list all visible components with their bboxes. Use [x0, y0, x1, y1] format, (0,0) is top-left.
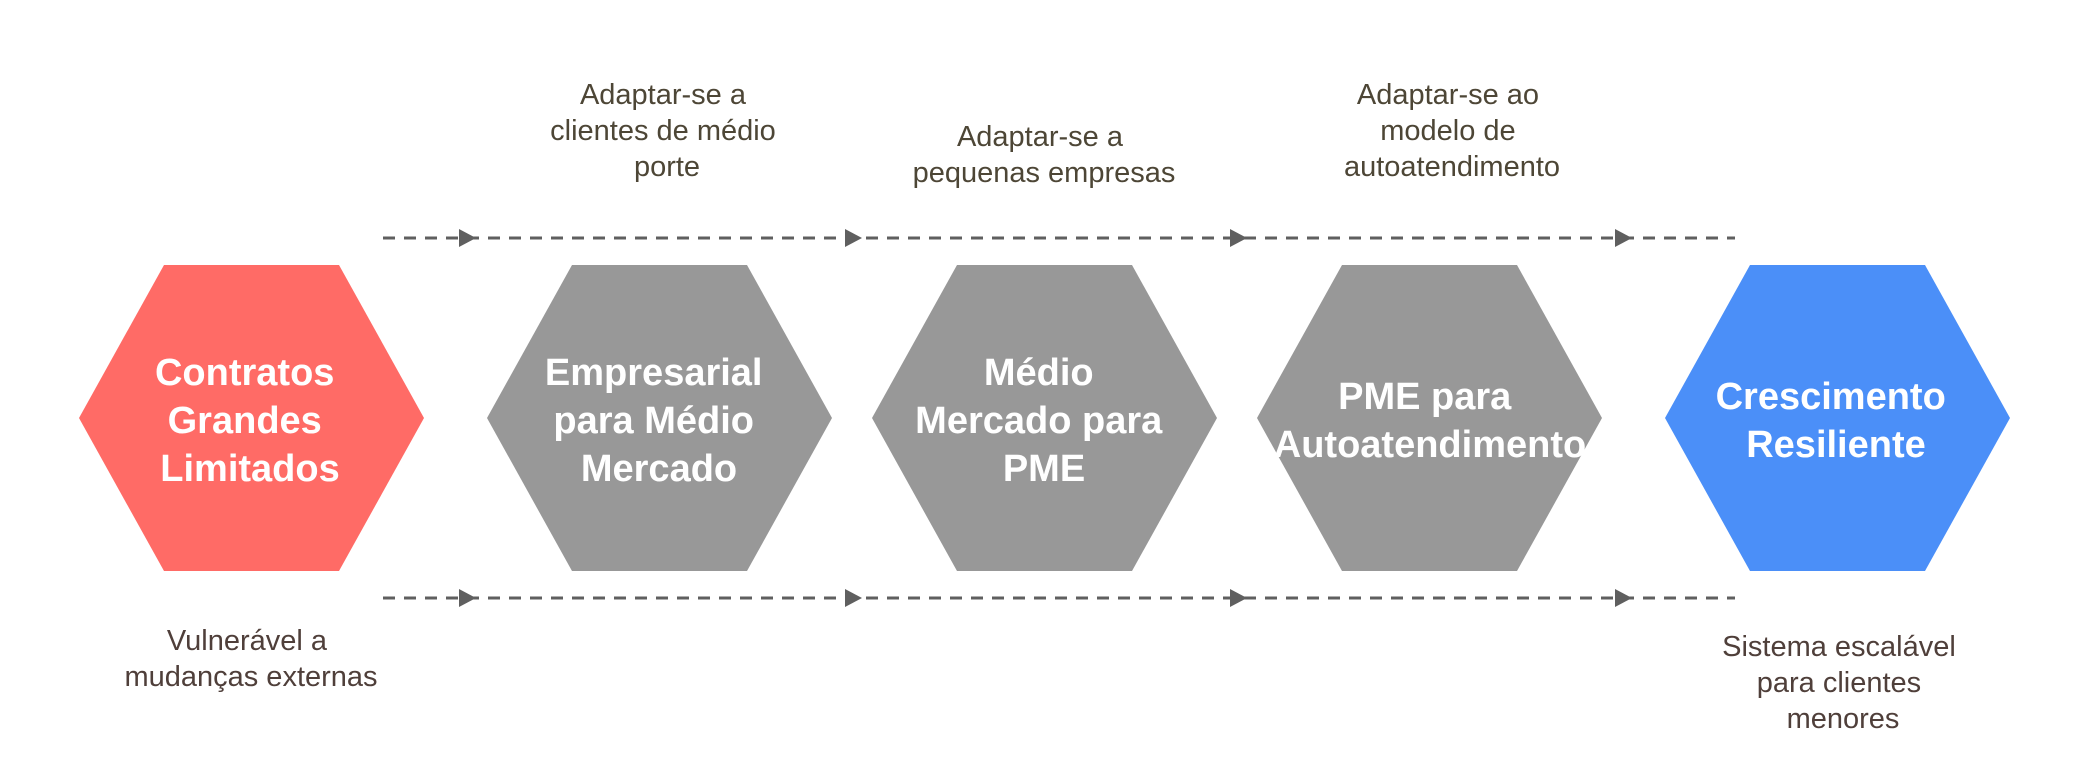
stage-label-line: Resiliente	[1746, 424, 1926, 466]
note-line: clientes de médio	[550, 115, 776, 147]
stage-label: Contratos Grandes Limitados	[155, 352, 345, 490]
note-line: Adaptar-se a	[580, 79, 747, 111]
top-arrow-1	[459, 229, 476, 247]
top-flow-line	[383, 229, 1735, 247]
stage-label-line: PME	[1003, 448, 1085, 490]
stage-label-line: Mercado para	[915, 400, 1163, 442]
note-line: modelo de	[1380, 115, 1515, 147]
stage-hexagon	[1665, 265, 2010, 571]
transition-note-autoatendimento: Adaptar-se ao modelo de autoatendimento	[1344, 79, 1560, 183]
stage-label-line: Médio	[984, 352, 1094, 394]
bottom-arrow-2	[845, 589, 862, 607]
stage-label-line: Empresarial	[545, 352, 763, 394]
bottom-arrow-1	[459, 589, 476, 607]
note-line: mudanças externas	[124, 661, 377, 693]
top-arrow-2	[845, 229, 862, 247]
stage-label-line: Mercado	[581, 448, 737, 490]
bottom-arrow-3	[1230, 589, 1247, 607]
stage-label-line: Contratos	[155, 352, 334, 394]
note-line: Adaptar-se a	[957, 121, 1124, 153]
note-line: Sistema escalável	[1722, 631, 1956, 663]
stage-label-line: Grandes	[168, 400, 322, 442]
stage-label-line: para Médio	[553, 400, 754, 442]
end-note: Sistema escalável para clientes menores	[1722, 631, 1964, 735]
note-line: para clientes	[1757, 667, 1921, 699]
stage-label: Crescimento Resiliente	[1716, 376, 1957, 466]
stage-hexagon	[79, 265, 424, 571]
stage-label-line: Crescimento	[1716, 376, 1946, 418]
stage-label: Empresarial para Médio Mercado	[545, 352, 773, 490]
note-line: autoatendimento	[1344, 151, 1560, 183]
top-arrow-3	[1230, 229, 1247, 247]
bottom-flow-line	[383, 589, 1735, 607]
note-line: Adaptar-se ao	[1357, 79, 1539, 111]
stage-medio-mercado-pme: Médio Mercado para PME	[872, 265, 1217, 571]
transition-note-pequenas-empresas: Adaptar-se a pequenas empresas	[913, 121, 1176, 189]
start-note: Vulnerável a mudanças externas	[124, 625, 377, 693]
top-arrow-4	[1615, 229, 1632, 247]
note-line: porte	[634, 151, 700, 183]
stage-empresarial-medio-mercado: Empresarial para Médio Mercado	[487, 265, 832, 571]
stage-label-line: PME para	[1338, 376, 1512, 418]
stage-contratos-grandes: Contratos Grandes Limitados	[79, 265, 424, 571]
stage-hexagon	[1257, 265, 1602, 571]
stage-pme-autoatendimento: PME para Autoatendimento	[1257, 265, 1602, 571]
note-line: Vulnerável a	[167, 625, 328, 657]
note-line: menores	[1787, 703, 1900, 735]
stage-label-line: Limitados	[160, 448, 339, 490]
stage-label: PME para Autoatendimento	[1274, 376, 1586, 466]
stage-hexagon	[872, 265, 1217, 571]
bottom-arrow-4	[1615, 589, 1632, 607]
stage-hexagon	[487, 265, 832, 571]
stage-label: Médio Mercado para PME	[915, 352, 1173, 490]
transition-note-medio-porte: Adaptar-se a clientes de médio porte	[550, 79, 784, 183]
stage-label-line: Autoatendimento	[1274, 424, 1586, 466]
stage-crescimento-resiliente: Crescimento Resiliente	[1665, 265, 2010, 571]
note-line: pequenas empresas	[913, 157, 1176, 189]
